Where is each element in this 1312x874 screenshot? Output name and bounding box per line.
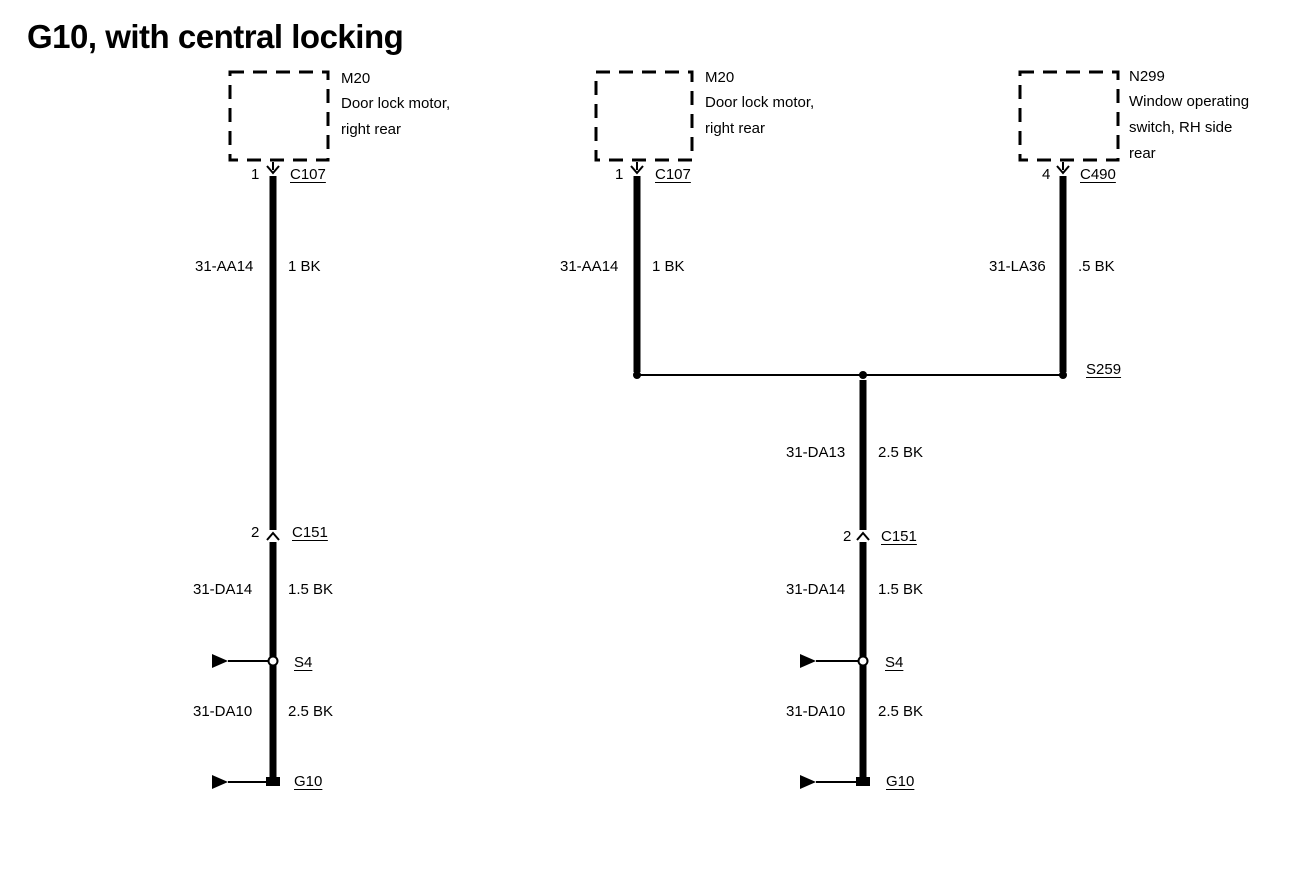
connector-pin-symbol bbox=[630, 165, 644, 175]
connector-pin-symbol bbox=[266, 165, 280, 175]
splice-dot-s4-center bbox=[857, 655, 869, 667]
connector-name: C107 bbox=[290, 166, 326, 183]
splice-label: S259 bbox=[1086, 361, 1122, 378]
wire-spec: 1.5 BK bbox=[288, 581, 334, 598]
wire-spec: 2.5 BK bbox=[288, 703, 334, 720]
wire-spec: 2.5 BK bbox=[878, 703, 924, 720]
wire-code: 31-DA14 bbox=[786, 581, 846, 598]
splice-label: S4 bbox=[885, 654, 904, 671]
connector-pin: 1 bbox=[615, 166, 624, 183]
component-description: Window operating switch, RH side rear bbox=[1129, 93, 1250, 162]
component-box-n299 bbox=[1018, 70, 1120, 162]
connector-pin-symbol bbox=[856, 531, 870, 541]
component-box-m20-mid bbox=[594, 70, 694, 162]
connector-pin: 1 bbox=[251, 166, 260, 183]
connector-name: C107 bbox=[655, 166, 691, 183]
wire-spec: .5 BK bbox=[1078, 258, 1115, 275]
wire-spec: 1 BK bbox=[652, 258, 685, 275]
component-description: Door lock motor, right rear bbox=[341, 95, 451, 138]
connector-pin: 4 bbox=[1042, 166, 1051, 183]
ground-arrow-icon bbox=[212, 654, 228, 668]
connector-name: C151 bbox=[881, 528, 917, 545]
component-id: M20 bbox=[705, 69, 735, 86]
connector-pin-symbol bbox=[266, 531, 280, 541]
splice-label: S4 bbox=[294, 654, 313, 671]
ground-arrow-icon bbox=[212, 775, 228, 789]
wire-code: 31-LA36 bbox=[989, 258, 1046, 275]
ground-arrow-icon bbox=[800, 775, 816, 789]
connector-name: C490 bbox=[1080, 166, 1116, 183]
wire-spec: 2.5 BK bbox=[878, 444, 924, 461]
wire-code: 31-DA13 bbox=[786, 444, 846, 461]
connector-pin: 2 bbox=[251, 524, 260, 541]
component-description: Door lock motor, right rear bbox=[705, 94, 815, 137]
component-box-m20-left bbox=[228, 70, 330, 162]
wire-code: 31-DA14 bbox=[193, 581, 253, 598]
splice-dot-s4-left bbox=[267, 655, 279, 667]
component-id: M20 bbox=[341, 70, 371, 87]
ground-terminal-g10-center bbox=[856, 777, 870, 786]
connector-name: C151 bbox=[292, 524, 328, 541]
ground-arrow-icon bbox=[800, 654, 816, 668]
wire-spec: 1 BK bbox=[288, 258, 321, 275]
wire-code: 31-DA10 bbox=[193, 703, 253, 720]
wire-code: 31-AA14 bbox=[195, 258, 254, 275]
page-title: G10, with central locking bbox=[27, 18, 404, 55]
component-id: N299 bbox=[1129, 68, 1165, 85]
connector-pin: 2 bbox=[843, 528, 852, 545]
connector-pin-symbol bbox=[1056, 165, 1070, 175]
ground-label: G10 bbox=[886, 773, 915, 790]
ground-label: G10 bbox=[294, 773, 323, 790]
wire-code: 31-AA14 bbox=[560, 258, 619, 275]
wire-spec: 1.5 BK bbox=[878, 581, 924, 598]
wire-code: 31-DA10 bbox=[786, 703, 846, 720]
ground-terminal-g10-left bbox=[266, 777, 280, 786]
